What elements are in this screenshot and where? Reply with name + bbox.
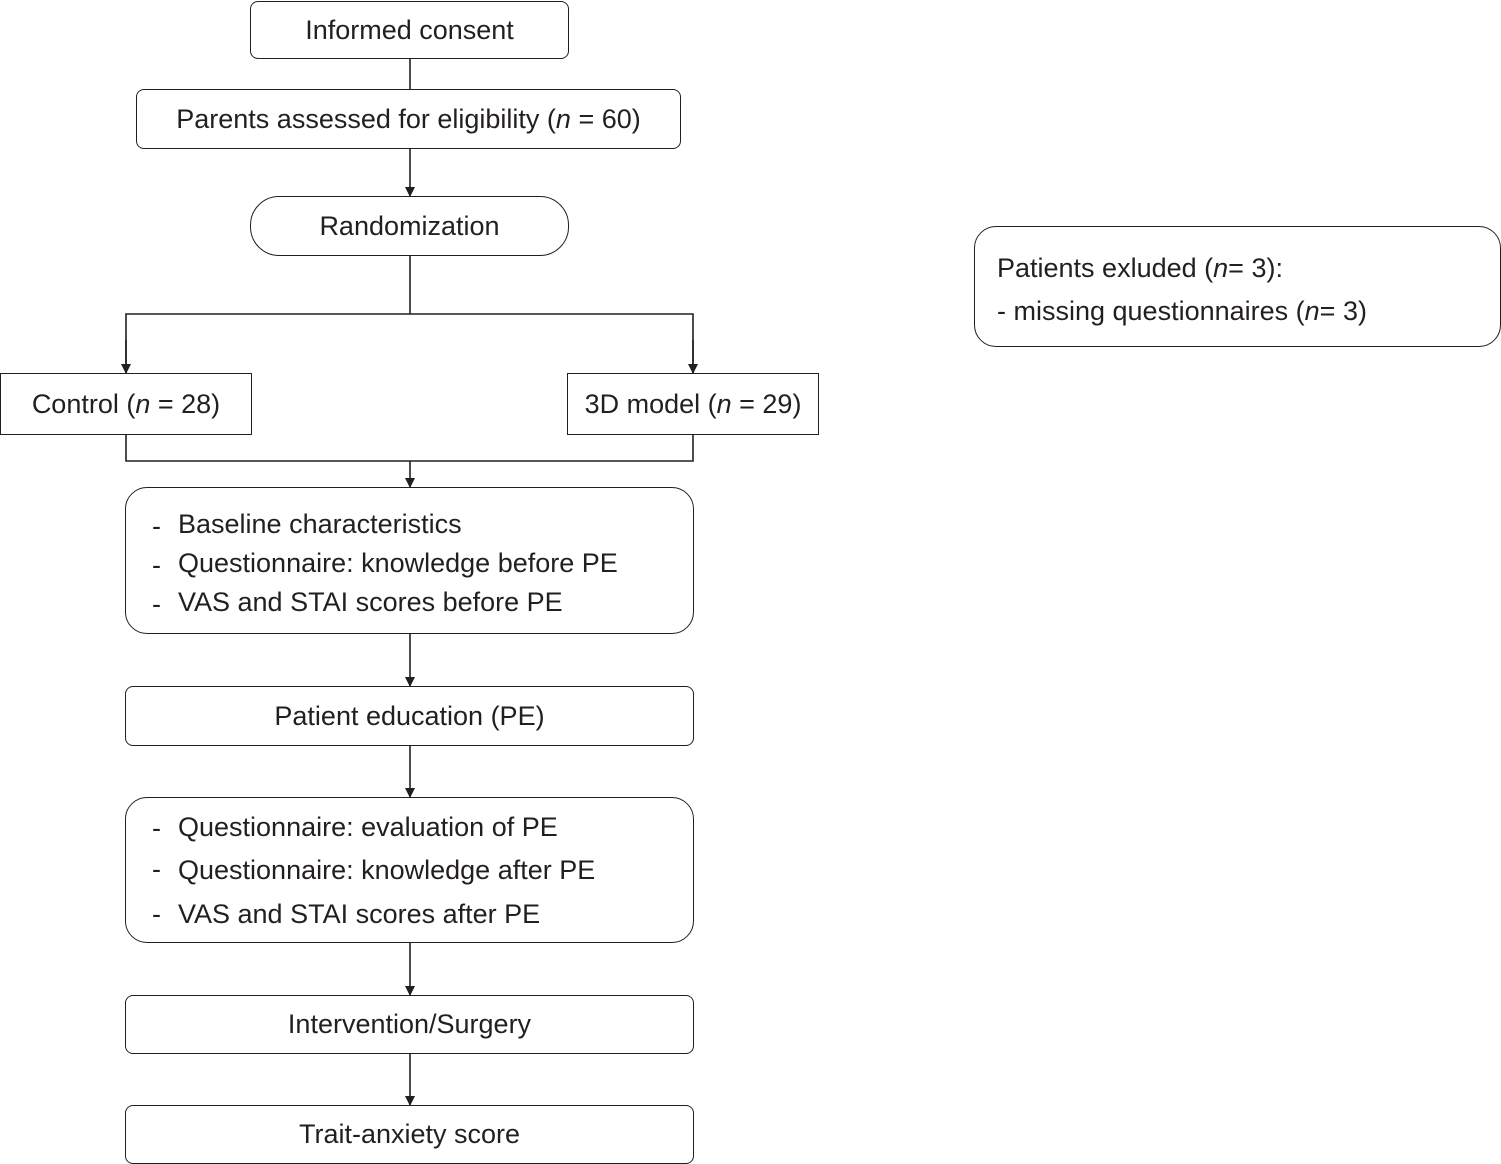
trait-anxiety-label: Trait-anxiety score: [298, 1119, 521, 1149]
after-pe-item: -Questionnaire: evaluation of PE: [152, 812, 558, 843]
before-pe-item: -Questionnaire: knowledge before PE: [152, 548, 618, 580]
randomization-box: Randomization: [250, 196, 569, 256]
control-group-box: Control (n = 28): [0, 373, 252, 435]
before-pe-item: -VAS and STAI scores before PE: [152, 587, 563, 619]
patient-education-label: Patient education (PE): [274, 700, 545, 731]
excluded-patients-heading: Patients exluded (n = 3):: [997, 253, 1283, 283]
merge-line: [125, 434, 694, 462]
after-pe-item: -VAS and STAI scores after PE: [152, 899, 541, 929]
after-pe-box: -Questionnaire: evaluation of PE -Questi…: [125, 797, 694, 943]
eligibility-label: Parents assessed for eligibility (n = 60…: [176, 103, 641, 134]
patient-education-box: Patient education (PE): [125, 686, 694, 746]
3d-model-group-label: 3D model (n = 29): [584, 388, 802, 419]
informed-consent-label: Informed consent: [305, 14, 514, 45]
eligibility-box: Parents assessed for eligibility (n = 60…: [136, 89, 681, 149]
randomization-label: Randomization: [319, 210, 500, 241]
excluded-reason: - missing questionnaires (n = 3): [997, 296, 1367, 326]
before-pe-box: -Baseline characteristics -Questionnaire…: [125, 487, 694, 634]
split-line: [125, 313, 694, 373]
3d-model-group-box: 3D model (n = 29): [567, 373, 819, 435]
excluded-patients-box: Patients exluded (n = 3): - missing ques…: [974, 226, 1501, 347]
informed-consent-box: Informed consent: [250, 1, 569, 59]
before-pe-item: -Baseline characteristics: [152, 509, 462, 541]
after-pe-item: -Questionnaire: knowledge after PE: [152, 854, 596, 885]
trait-anxiety-box: Trait-anxiety score: [125, 1105, 694, 1164]
control-group-label: Control (n = 28): [31, 388, 221, 419]
intervention-box: Intervention/Surgery: [125, 995, 694, 1054]
intervention-label: Intervention/Surgery: [287, 1009, 532, 1039]
